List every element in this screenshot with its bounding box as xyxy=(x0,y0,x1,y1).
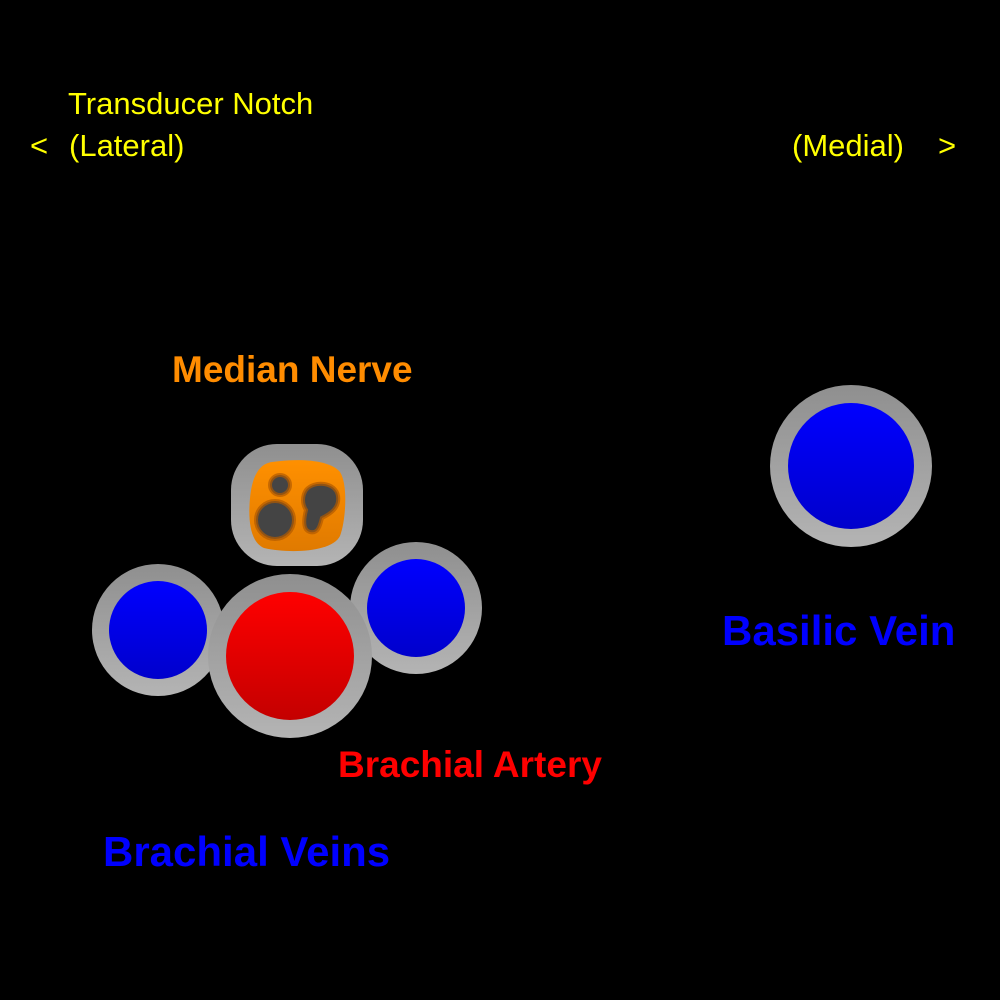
nerve-fascicle xyxy=(268,473,292,497)
nerve-fascicles xyxy=(254,473,341,541)
left-arrow-icon: < xyxy=(30,128,48,163)
brachial-artery-label: Brachial Artery xyxy=(338,744,602,785)
median-nerve xyxy=(231,444,363,566)
brachial-vein-right xyxy=(350,542,482,674)
artery-lumen xyxy=(226,592,354,720)
vein-lumen xyxy=(788,403,914,529)
brachial-artery xyxy=(208,574,372,738)
basilic-vein-label: Basilic Vein xyxy=(722,607,955,654)
medial-label: (Medial) xyxy=(792,128,904,163)
brachial-vein-left xyxy=(92,564,224,696)
nerve-fascicle xyxy=(301,481,341,535)
lateral-label: (Lateral) xyxy=(69,128,184,163)
transducer-notch-label: Transducer Notch xyxy=(68,86,313,121)
right-arrow-icon: > xyxy=(938,128,956,163)
brachial-veins-label: Brachial Veins xyxy=(103,828,390,875)
median-nerve-label: Median Nerve xyxy=(172,349,413,390)
vein-lumen xyxy=(109,581,207,679)
vein-lumen xyxy=(367,559,465,657)
basilic-vein xyxy=(770,385,932,547)
nerve-fascicle xyxy=(254,499,296,541)
